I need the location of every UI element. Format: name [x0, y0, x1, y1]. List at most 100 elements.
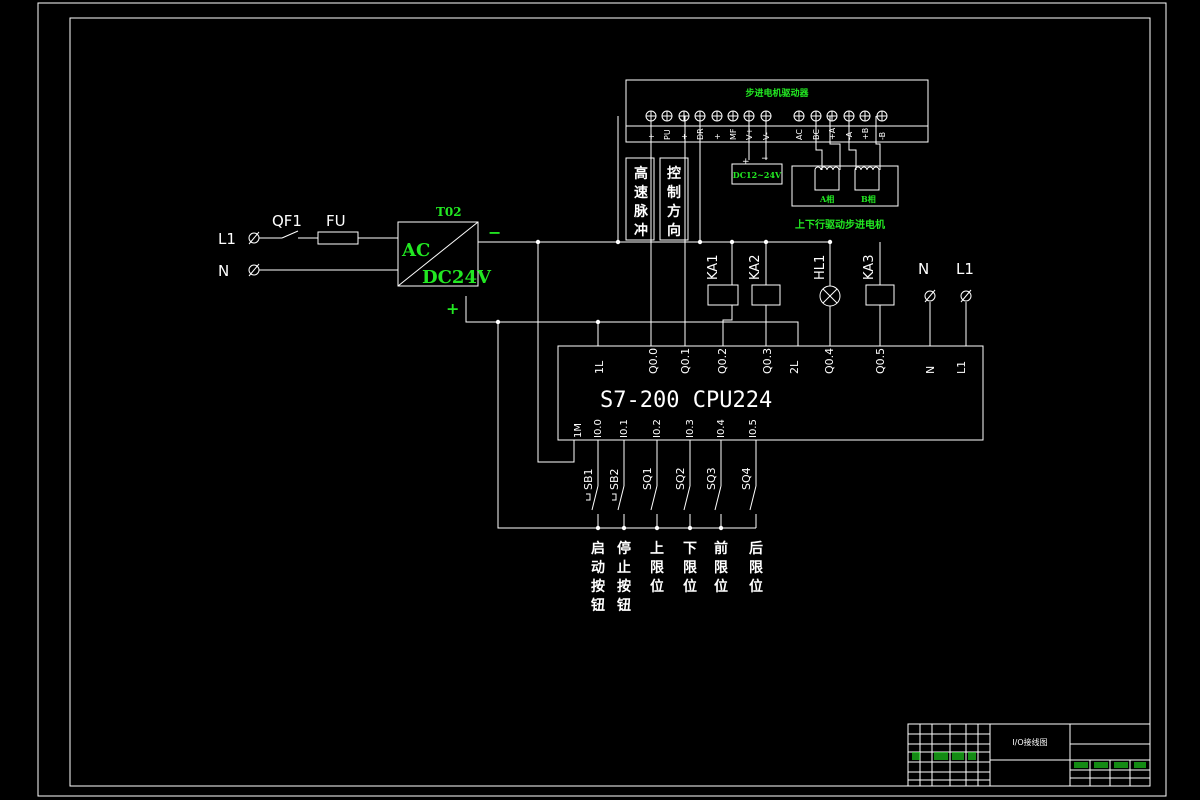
direction-label-text: 控制方向 [667, 165, 681, 239]
inner-frame [69, 17, 1151, 787]
driver-terminal-label: -B [878, 132, 887, 140]
driver-terminal-label: MF [729, 128, 738, 140]
input-device-label: SQ4 [740, 467, 753, 490]
junction-dot [535, 239, 541, 245]
driver-terminal [711, 110, 723, 122]
psu-ac-label: AC [401, 240, 430, 261]
driver-title: 步进电机驱动器 [745, 87, 809, 99]
outer-frame [37, 2, 1167, 797]
direction-label-box [659, 157, 689, 241]
winding-b [854, 166, 880, 191]
driver-terminal [678, 110, 690, 122]
junction-dot [495, 319, 501, 325]
phase-b-label: B相 [861, 194, 876, 204]
wiring [465, 116, 967, 529]
driver-terminal-label: AC [795, 129, 804, 140]
junction-dot [763, 239, 769, 245]
plc-output-terminal-label: Q0.4 [823, 348, 836, 374]
relay-ka3-coil [865, 284, 895, 306]
junction-dot [621, 525, 627, 531]
plc-output-terminal-label: Q0.3 [761, 348, 774, 374]
wire-junctions [495, 239, 833, 531]
junction-dot [718, 525, 724, 531]
junction-dot [697, 239, 703, 245]
breaker-qf1-symbol [259, 230, 318, 239]
plc-output-terminal-label: Q0.5 [874, 348, 887, 374]
driver-terminal [876, 110, 888, 122]
input-caption: 停止按钮 [616, 540, 631, 614]
right-terminal-l1 [960, 289, 972, 303]
driver-terminal-label: +B [861, 128, 870, 140]
drawing-title: I/O接线图 [1012, 737, 1047, 747]
input-device-label: SQ2 [674, 467, 687, 490]
driver-terminal-label: + [713, 133, 722, 140]
right-terminal-n [924, 289, 936, 303]
input-switch [683, 485, 694, 514]
right-n-label: N [918, 260, 929, 278]
output-device-label: KA3 [862, 255, 877, 280]
junction-dot [615, 239, 621, 245]
motor-caption: 上下行驱动步进电机 [795, 218, 885, 231]
relay-ka2-coil [751, 284, 781, 306]
plc-input-terminal-label: I0.4 [716, 419, 727, 438]
junction-dot [687, 525, 693, 531]
plc-output-terminal-label: Q0.0 [647, 348, 660, 374]
breaker-label: QF1 [272, 212, 302, 230]
driver-terminal [826, 110, 838, 122]
driver-terminal [727, 110, 739, 122]
input-caption: 前限位 [714, 540, 728, 595]
input-caption: 启动按钮 [590, 540, 605, 614]
supply-terminal-n [248, 263, 260, 277]
fuse-label: FU [326, 212, 346, 230]
input-device-label: SQ3 [705, 467, 718, 490]
input-switches [586, 485, 760, 514]
lamp-hl1 [819, 285, 841, 307]
supply-l1-label: L1 [218, 230, 236, 248]
driver-terminal [859, 110, 871, 122]
right-l1-label: L1 [956, 260, 974, 278]
supply-n-label: N [218, 262, 229, 280]
input-switch [714, 485, 725, 514]
plc-input-terminal-label: 1M [573, 423, 584, 438]
psu-tag: T02 [436, 205, 462, 219]
input-caption: 下限位 [683, 541, 697, 595]
direction-label-text: 控制方向 [667, 165, 681, 239]
psu-box [397, 221, 479, 287]
plc-output-terminal-label: N [924, 366, 937, 374]
fuse-symbol [317, 231, 359, 245]
input-switch [749, 485, 760, 514]
plc-output-terminal-label: Q0.1 [679, 348, 692, 374]
plc-box [557, 345, 984, 441]
input-caption: 后限位 [749, 540, 763, 595]
plc-model: S7-200 CPU224 [600, 388, 772, 413]
psu-diagonal [397, 221, 479, 287]
pulse-label-text: 高速脉冲 [633, 165, 649, 239]
plc-output-terminal-label: L1 [955, 361, 968, 374]
supply-terminal-l1 [248, 231, 260, 245]
psu-plus-label: + [446, 299, 459, 318]
output-device-label: KA1 [706, 255, 721, 280]
driver-terminal-label: PU [663, 129, 672, 140]
junction-dot [729, 239, 735, 245]
pulse-label-box [625, 157, 655, 241]
driver-supply-minus: − [761, 154, 769, 164]
plc-input-terminal-label: I0.1 [619, 419, 630, 438]
title-block: I/O接线图 [907, 723, 1151, 787]
winding-a [814, 166, 840, 191]
output-device-label: KA2 [748, 255, 763, 280]
psu-dc-label: DC24V [422, 267, 492, 288]
junction-dot [595, 525, 601, 531]
plc-output-terminal-label: Q0.2 [716, 348, 729, 374]
plc-input-terminal-label: I0.0 [593, 419, 604, 438]
junction-dot [595, 319, 601, 325]
junction-dot [827, 239, 833, 245]
psu-minus-label: − [488, 223, 501, 242]
plc-input-terminal-label: I0.3 [685, 419, 696, 438]
